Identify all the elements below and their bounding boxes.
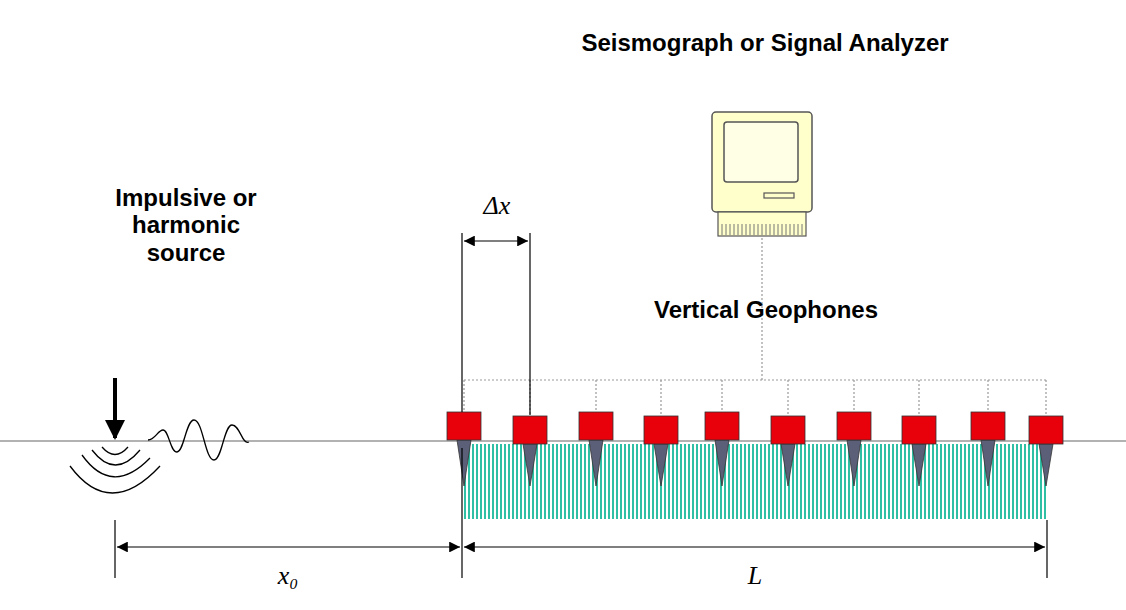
wavelet [148, 420, 249, 460]
geophone-spike [457, 440, 471, 486]
geophone-spike [781, 444, 795, 486]
soil-hatch [462, 444, 1048, 519]
geophone-spike [1039, 444, 1053, 486]
geophone-body [513, 416, 547, 444]
wavefronts [70, 447, 160, 493]
cable [464, 238, 1046, 416]
geophone-label: Vertical Geophones [654, 296, 878, 324]
source-arrow [113, 378, 117, 438]
geophone-body [902, 416, 936, 444]
dimension-lines [115, 233, 1047, 578]
geophone-body [644, 416, 678, 444]
instrument-label: Seismograph or Signal Analyzer [581, 29, 948, 57]
geophones [447, 412, 1063, 486]
geophone-spike [654, 444, 668, 486]
geophone-body [447, 412, 481, 440]
geophone-spike [912, 444, 926, 486]
geophone-body [1029, 416, 1063, 444]
source-label: Impulsive or harmonic source [101, 184, 271, 267]
spacing-dimension: Δx [481, 191, 514, 221]
offset-dimension: x₀ [275, 561, 302, 591]
geophone-body [837, 412, 871, 440]
computer [712, 112, 812, 236]
geophone-spike [981, 440, 995, 486]
geophone-body [971, 412, 1005, 440]
geophone-body [705, 412, 739, 440]
length-dimension: L [745, 561, 765, 591]
geophone-spike [847, 440, 861, 486]
geophone-spike [523, 444, 537, 486]
geophone-spike [589, 440, 603, 486]
geophone-body [579, 412, 613, 440]
geophone-spike [715, 440, 729, 486]
geophone-body [771, 416, 805, 444]
